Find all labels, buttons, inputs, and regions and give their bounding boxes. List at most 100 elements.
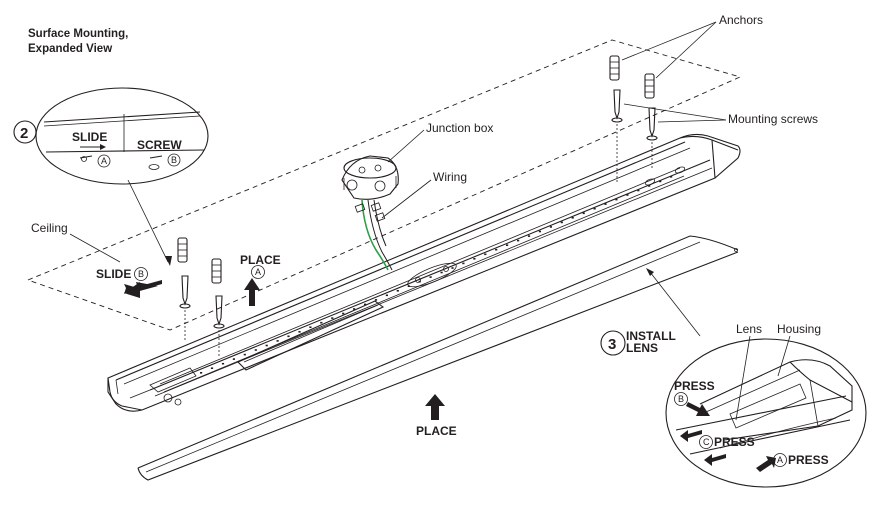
led-dot (484, 253, 487, 256)
wiring-leader (381, 179, 432, 219)
led-dot (670, 176, 673, 178)
mounting-screws-label: Mounting screws (728, 112, 818, 126)
led-dot (626, 194, 629, 196)
led-dot (298, 331, 301, 333)
ceiling-label: Ceiling (31, 221, 68, 235)
anchor-left-1 (177, 237, 188, 263)
led-dot (385, 294, 388, 297)
led-dot (506, 244, 509, 246)
anchors-leader-1 (621, 21, 717, 61)
place-lens-arrow (425, 394, 445, 420)
screw-right-2 (646, 107, 658, 141)
place-action-label: PLACE (240, 253, 281, 267)
anchor-right-1 (609, 55, 620, 81)
step2-marker-a: A (101, 156, 107, 166)
wiring-label: Wiring (433, 170, 467, 184)
step2-number-circle (13, 120, 37, 144)
led-dot (407, 285, 410, 287)
place-lens-label: PLACE (416, 424, 457, 438)
led-dot (254, 349, 257, 351)
junction-box (341, 155, 399, 200)
led-dot (276, 340, 279, 342)
press-c-arrow-1 (680, 430, 702, 442)
slide-action-label: SLIDE (96, 267, 131, 281)
anchors-label: Anchors (719, 13, 763, 27)
step2-screw-label: SCREW (137, 138, 182, 152)
led-dot (320, 321, 323, 324)
led-dot (615, 198, 618, 201)
wiring (354, 199, 393, 271)
led-dot (462, 262, 465, 265)
press-a-label: PRESS (788, 453, 829, 467)
led-dot (593, 207, 596, 210)
step2-pointer (127, 179, 169, 263)
led-dot (659, 180, 662, 183)
screw-left-1 (179, 275, 191, 309)
place-action-marker: A (255, 267, 261, 277)
led-dot (473, 258, 476, 260)
led-dot (495, 248, 498, 251)
led-dot (637, 189, 640, 192)
led-dot (538, 230, 541, 233)
lens-detail-leader (735, 335, 751, 421)
led-dot (418, 280, 421, 283)
junction-box-leader (387, 129, 425, 163)
press-c-marker: C (703, 437, 710, 447)
led-dot (440, 271, 443, 274)
led-dot (331, 317, 334, 319)
led-dot (582, 212, 585, 215)
screws-leader-1 (623, 103, 727, 121)
led-dot (374, 299, 378, 301)
anchor-left-2 (211, 258, 222, 284)
led-dot (396, 290, 399, 292)
step3-line-2: LENS (626, 341, 658, 355)
led-dot (364, 303, 367, 306)
press-b-marker: B (678, 394, 684, 404)
housing-detail-label: Housing (777, 322, 821, 336)
led-dot (265, 344, 268, 347)
lens-detail-bubble (665, 338, 867, 488)
press-a-arrow (756, 456, 776, 472)
ceiling-leader (69, 233, 121, 263)
press-c-arrow-2 (704, 454, 726, 466)
place-up-arrow (244, 278, 260, 306)
step2-slide-label: SLIDE (72, 130, 107, 144)
led-dot (429, 276, 432, 278)
led-dot (287, 335, 290, 338)
press-b-label: PRESS (674, 379, 715, 393)
anchor-right-2 (644, 73, 655, 99)
junction-box-label: Junction box (426, 121, 493, 135)
led-dot (221, 362, 225, 365)
lens-detail-label: Lens (736, 322, 762, 336)
led-dot (517, 239, 520, 242)
led-dot (200, 372, 203, 374)
led-dot (210, 367, 214, 369)
step3-pointer (649, 271, 701, 337)
step2-detail-bubble: SLIDE SCREW A B (35, 87, 209, 185)
led-dot (353, 308, 356, 310)
screws-leader-2 (657, 119, 727, 123)
press-a-marker: A (777, 455, 783, 465)
title-line-1: Surface Mounting, (28, 28, 128, 40)
step2-number: 2 (20, 125, 28, 142)
screw-left-2 (213, 295, 225, 329)
led-dot (309, 326, 312, 328)
led-dot (342, 312, 345, 315)
press-c-label: PRESS (714, 435, 755, 449)
step3-number: 3 (608, 336, 616, 353)
housing-detail-leader (777, 335, 791, 377)
slide-action-marker: B (138, 269, 144, 279)
lens-panel (137, 235, 739, 481)
press-b-arrow (686, 402, 710, 416)
step3-line-1: INSTALL (626, 329, 676, 343)
led-dot (451, 267, 454, 269)
anchors-leader-2 (655, 21, 717, 79)
led-dot (527, 235, 531, 237)
led-dot (604, 203, 607, 205)
led-strip (200, 176, 673, 374)
led-dot (549, 226, 552, 228)
title-line-2: Expanded View (28, 43, 112, 55)
screw-right-1 (611, 89, 623, 123)
